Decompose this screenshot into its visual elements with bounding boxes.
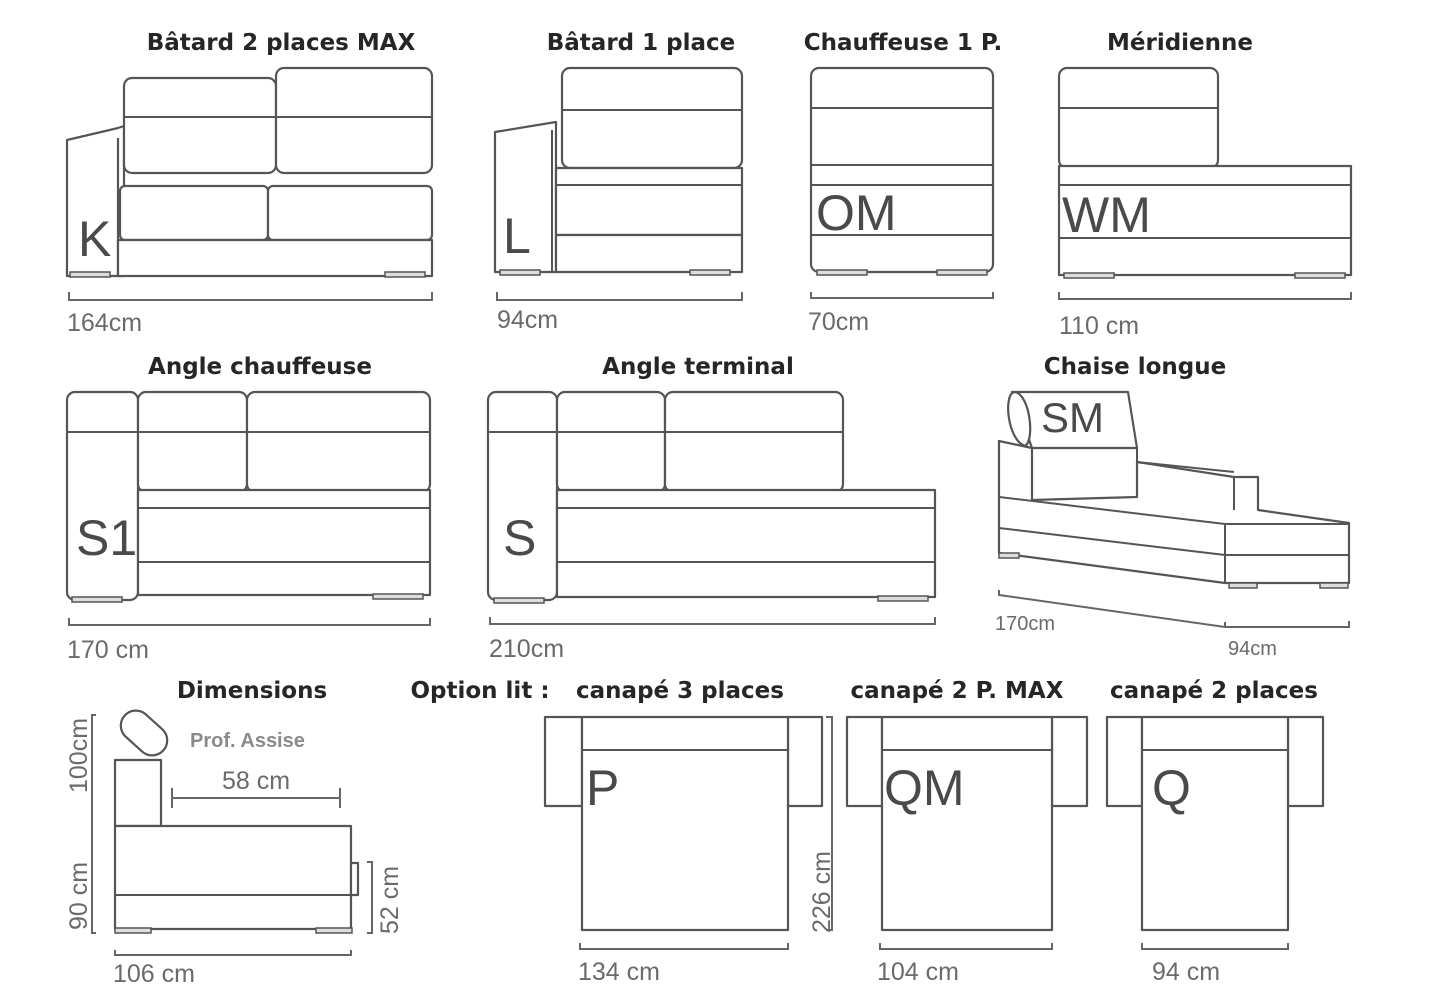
width-angle-terminal: 210cm	[489, 635, 564, 663]
title-dimensions: Dimensions	[177, 678, 327, 704]
module-s-drawing	[486, 390, 937, 625]
side-view-drawing	[91, 709, 373, 956]
height-with-headrest: 100cm	[65, 718, 93, 793]
code-s: S	[503, 510, 536, 566]
depth: 106 cm	[113, 960, 195, 988]
seat-height: 52 cm	[376, 866, 404, 934]
module-om-drawing	[809, 66, 995, 299]
title-angle-chauffeuse: Angle chauffeuse	[148, 354, 372, 380]
bed-qm-drawing	[826, 715, 1089, 950]
module-sm-drawing	[997, 390, 1351, 628]
module-s1-drawing	[65, 390, 432, 626]
code-k: K	[78, 211, 111, 267]
bed-p-drawing	[543, 715, 824, 950]
width-chaise-longue: 94cm	[1228, 638, 1277, 660]
module-wm-drawing	[1057, 66, 1353, 300]
title-batard-2-places: Bâtard 2 places MAX	[147, 30, 416, 56]
width-canape-2-max: 104 cm	[877, 958, 959, 986]
code-qm: QM	[884, 760, 965, 816]
width-chauffeuse: 70cm	[808, 308, 869, 336]
seat-depth-label: Prof. Assise	[190, 730, 305, 752]
code-l: L	[503, 208, 531, 264]
code-om: OM	[816, 185, 897, 241]
code-p: P	[586, 760, 619, 816]
length-chaise-longue: 170cm	[995, 613, 1055, 635]
width-canape-2: 94 cm	[1152, 958, 1220, 986]
title-canape-3-places: canapé 3 places	[576, 678, 784, 704]
height: 90 cm	[65, 862, 93, 930]
title-chauffeuse: Chauffeuse 1 P.	[804, 30, 1002, 56]
module-k-drawing	[65, 66, 434, 301]
module-l-drawing	[493, 66, 744, 301]
bed-q-drawing	[1105, 715, 1325, 950]
title-option-lit: Option lit :	[410, 678, 549, 704]
title-angle-terminal: Angle terminal	[602, 354, 794, 380]
seat-depth-value: 58 cm	[222, 767, 290, 795]
width-canape-3: 134 cm	[578, 958, 660, 986]
bed-length: 226 cm	[808, 851, 836, 933]
title-batard-1-place: Bâtard 1 place	[547, 30, 736, 56]
width-batard-2: 164cm	[67, 309, 142, 337]
code-sm: SM	[1041, 394, 1104, 441]
code-q: Q	[1152, 760, 1191, 816]
code-s1: S1	[76, 510, 137, 566]
title-meridienne: Méridienne	[1107, 30, 1253, 56]
title-canape-2p-max: canapé 2 P. MAX	[851, 678, 1064, 704]
width-meridienne: 110 cm	[1059, 312, 1139, 340]
code-wm: WM	[1062, 187, 1151, 243]
title-canape-2-places: canapé 2 places	[1110, 678, 1318, 704]
title-chaise-longue: Chaise longue	[1044, 354, 1226, 380]
width-batard-1: 94cm	[497, 306, 558, 334]
width-angle-chauffeuse: 170 cm	[67, 636, 149, 664]
